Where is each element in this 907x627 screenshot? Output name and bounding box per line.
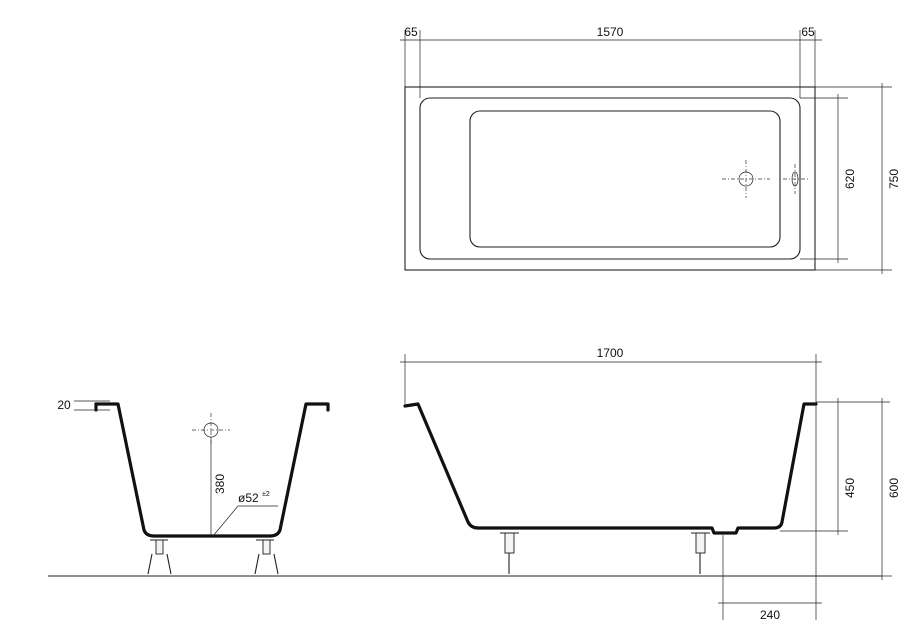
side-drain-leader: ø52 ±2	[212, 491, 278, 537]
dim-side-rim: 20	[57, 398, 71, 412]
dim-top-outer-width: 750	[887, 169, 901, 189]
dim-top-inner-length: 1570	[597, 25, 624, 39]
side-view: 20 380 ø52 ±2	[57, 398, 330, 575]
front-tub-profile	[403, 402, 818, 535]
side-rim-dimension: 20	[57, 398, 110, 412]
side-tub-profile	[94, 402, 330, 538]
front-length-dimension: 1700	[400, 346, 822, 404]
plan-outer-rim	[404, 86, 816, 271]
front-view: 1700 450 600 240	[400, 346, 901, 622]
side-leg-left	[147, 539, 172, 575]
plan-overflow-icon	[783, 164, 808, 194]
plan-basin-floor	[469, 110, 781, 248]
plan-view: 65 1570 65 620 750	[400, 25, 901, 274]
dim-drain-diameter: ø52	[238, 491, 259, 505]
dim-front-length: 1700	[597, 346, 624, 360]
plan-inner-basin	[419, 97, 801, 260]
dim-front-height: 600	[887, 478, 901, 498]
dim-front-drain-offset: 240	[760, 608, 780, 622]
dim-top-left-rim: 65	[404, 25, 418, 39]
dim-top-right-rim: 65	[801, 25, 815, 39]
side-leg-right	[254, 539, 279, 575]
dim-front-depth: 450	[843, 478, 857, 498]
plan-width-dimension: 620 750	[800, 83, 901, 274]
front-height-dimension: 600	[876, 398, 901, 580]
dim-side-drain-height: 380	[213, 474, 227, 494]
plan-length-dimension: 65 1570 65	[400, 25, 822, 98]
plan-drain-icon	[722, 160, 770, 198]
front-depth-dimension: 450	[780, 398, 890, 535]
front-leg-left	[500, 532, 519, 574]
front-drain-offset-dimension: 240	[718, 404, 822, 622]
front-leg-right	[691, 532, 710, 574]
dim-drain-tolerance: ±2	[262, 491, 270, 498]
dim-top-inner-width: 620	[843, 169, 857, 189]
